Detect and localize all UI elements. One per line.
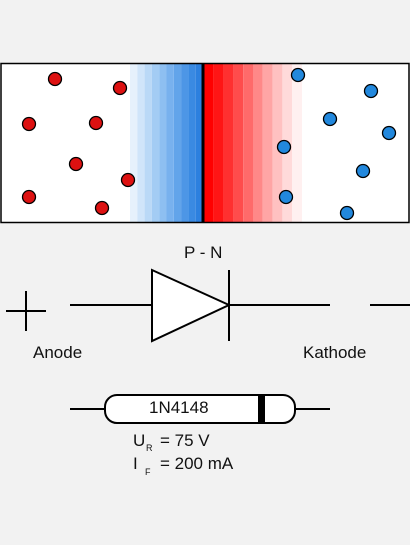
package-body (104, 394, 296, 424)
depletion-band-p (137, 64, 145, 222)
ur-value: = 75 V (160, 431, 210, 450)
depletion-region (130, 64, 302, 222)
depletion-band-p (159, 64, 167, 222)
diode-triangle (151, 268, 232, 343)
depletion-band-n (223, 64, 234, 222)
ur-subscript: R (146, 443, 153, 453)
n-region-electrons (276, 67, 397, 221)
anode-label: Anode (33, 343, 83, 362)
electron-dot (355, 163, 371, 179)
hole-dot (120, 172, 136, 188)
depletion-band-n (233, 64, 244, 222)
depletion-band-p (173, 64, 182, 222)
depletion-band-n (243, 64, 253, 222)
if-subscript: F (145, 467, 151, 477)
hole-dot (47, 71, 63, 87)
p-region-holes (21, 71, 136, 216)
ur-symbol: U (133, 431, 146, 450)
hole-dot (68, 156, 84, 172)
electron-dot (381, 125, 397, 141)
depletion-band-n (204, 64, 214, 222)
hole-dot (94, 200, 110, 216)
electron-dot (339, 205, 355, 221)
part-number: 1N4148 (149, 398, 209, 417)
depletion-band-p (130, 64, 138, 222)
if-value: = 200 mA (160, 454, 234, 473)
depletion-band-n (262, 64, 273, 222)
depletion-band-p (188, 64, 196, 222)
diode-symbol (6, 268, 410, 343)
junction-label: P - N (184, 243, 223, 262)
depletion-band-p (166, 64, 174, 222)
depletion-band-n (292, 64, 302, 222)
depletion-band-p (181, 64, 189, 222)
junction-border (0, 62, 410, 224)
depletion-band-n (213, 64, 224, 222)
electron-dot (363, 83, 379, 99)
diode-package (70, 394, 330, 424)
depletion-band-p (151, 64, 160, 222)
electron-dot (322, 111, 338, 127)
hole-dot (112, 80, 128, 96)
electron-dot (278, 189, 294, 205)
hole-dot (21, 189, 37, 205)
pn-junction-box (0, 62, 410, 224)
hole-dot (88, 115, 104, 131)
electron-dot (290, 67, 306, 83)
depletion-band-p (144, 64, 152, 222)
depletion-band-n (253, 64, 263, 222)
electron-dot (276, 139, 292, 155)
hole-dot (21, 116, 37, 132)
if-symbol: I (133, 454, 138, 473)
depletion-band-n (272, 64, 283, 222)
cathode-label: Kathode (303, 343, 367, 362)
depletion-band-p (195, 64, 203, 222)
cathode-band (258, 396, 265, 422)
